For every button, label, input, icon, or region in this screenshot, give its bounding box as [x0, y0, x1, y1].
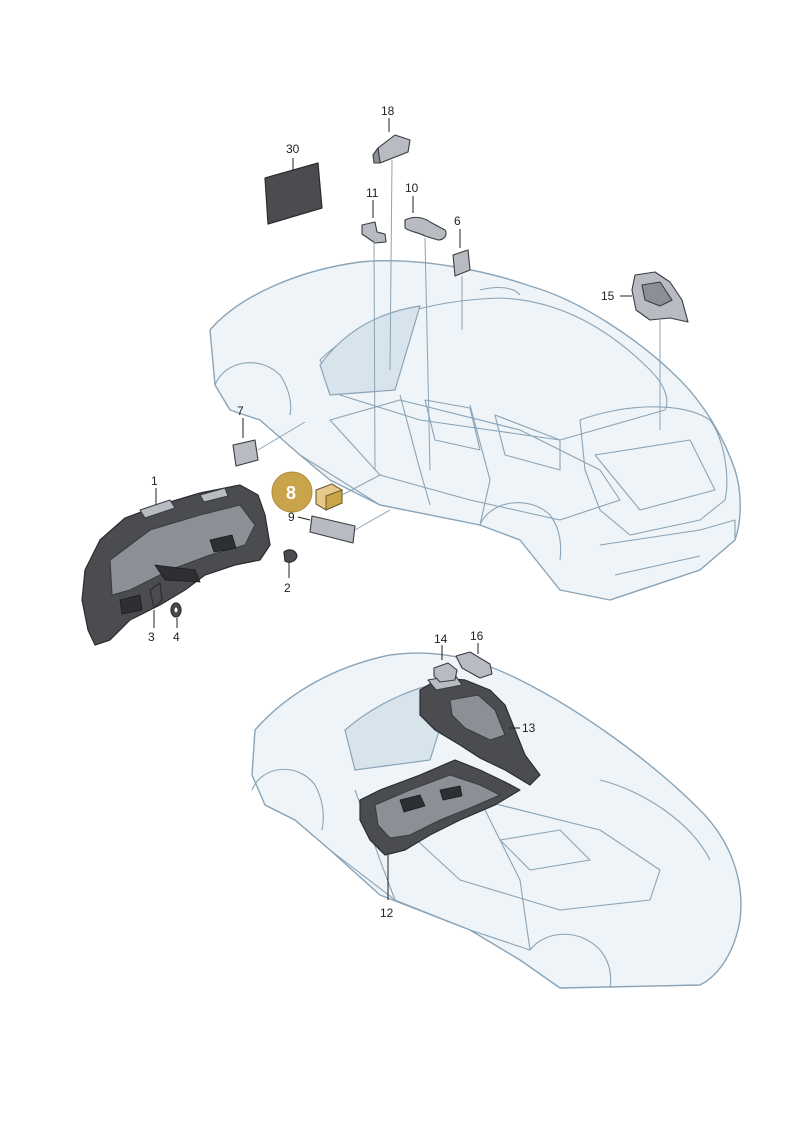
upper-car-body — [209, 260, 741, 601]
callout-6: 6 — [454, 214, 461, 228]
callout-9: 9 — [288, 510, 295, 524]
callout-3: 3 — [148, 630, 155, 644]
part-8-block: 8 — [271, 471, 381, 513]
part-16-strip: 16 — [455, 629, 493, 679]
part-2-clip: 2 — [283, 549, 298, 595]
part-9-strip: 9 — [288, 509, 391, 544]
callout-15: 15 — [601, 289, 615, 303]
callout-7: 7 — [237, 404, 244, 418]
callout-13: 13 — [522, 721, 536, 735]
callout-12: 12 — [380, 906, 394, 920]
part-14-pad: 14 — [433, 632, 458, 683]
part-1-bulkhead-insulation: 1 — [81, 474, 271, 646]
callout-10: 10 — [405, 181, 419, 195]
callout-8: 8 — [286, 483, 296, 503]
callout-4: 4 — [173, 630, 180, 644]
part-10-pad: 10 — [404, 181, 447, 471]
part-7-block: 7 — [232, 404, 306, 467]
part-30-pad: 30 — [264, 142, 323, 225]
part-4-nut: 4 — [170, 602, 182, 644]
part-18-wedge: 18 — [372, 104, 411, 371]
callout-18: 18 — [381, 104, 395, 118]
callout-30: 30 — [286, 142, 300, 156]
part-11-bracket: 11 — [361, 186, 387, 471]
callout-2: 2 — [284, 581, 291, 595]
highlight-badge[interactable] — [271, 471, 313, 513]
part-3-bolt: 3 — [148, 582, 163, 644]
part-15-panel: 15 — [601, 271, 689, 430]
part-12-floor-insulation: 12 — [359, 759, 521, 920]
callout-11: 11 — [366, 186, 379, 200]
part-6-block: 6 — [452, 214, 471, 330]
callout-14: 14 — [434, 632, 448, 646]
callout-16: 16 — [470, 629, 484, 643]
callout-1: 1 — [151, 474, 158, 488]
